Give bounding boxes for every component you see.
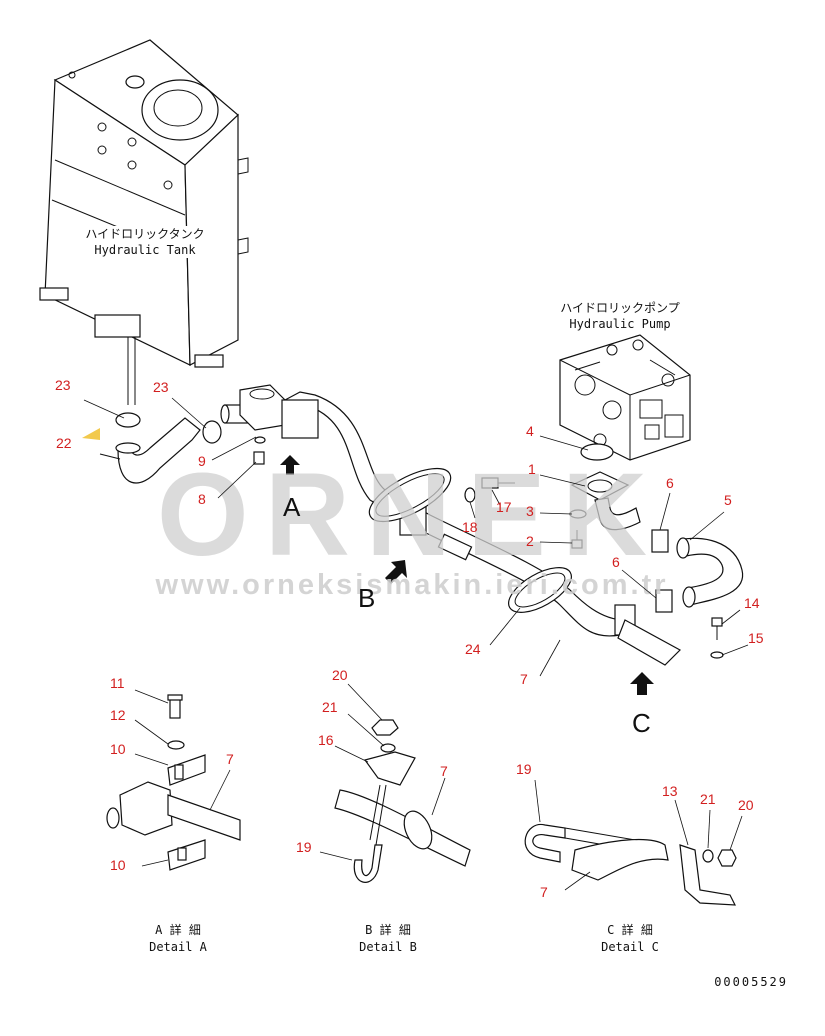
elbow-fitting-9 [220,384,286,465]
detail-b-callout-21: 21 [322,699,338,715]
view-label-b: B [358,583,375,613]
callout-6-clamp-b: 6 [612,554,620,570]
pipe-flange-1 [570,443,641,531]
detail-b-title-jp: B 詳 細 [365,922,411,937]
detail-b-callout-19: 19 [296,839,312,855]
callout-23-clamp-b: 23 [153,379,169,395]
watermark-brand: ORNEK [157,449,663,581]
marker-icon [82,428,100,440]
callout-9-elbow: 9 [198,453,206,469]
detail-c-title-jp: C 詳 細 [607,922,653,937]
detail-a-drawing [106,689,241,871]
tank-label-jp: ハイドロリックタンク [85,227,204,241]
callout-24-wrap: 24 [465,641,481,657]
callout-leaders [83,397,749,677]
view-label-a: A [283,492,301,522]
view-arrow-a [280,455,300,475]
detail-b-drawing [319,683,471,883]
detail-c-callout-21: 21 [700,791,716,807]
suction-hose-22 [99,417,201,484]
detail-b-callout-16: 16 [318,732,334,748]
pump-label-en: Hydraulic Pump [569,317,670,331]
hose-5 [676,537,744,608]
callout-4-oring: 4 [526,423,534,439]
callout-5-hose: 5 [724,492,732,508]
callout-6-clamp: 6 [666,475,674,491]
detail-b-callout-7: 7 [440,763,448,779]
pump-label-jp: ハイドロリックポンプ [560,301,679,315]
detail-a-title-jp: A 詳 細 [155,922,201,937]
detail-a-callout-10-b: 10 [110,857,126,873]
callout-1-flange: 1 [528,461,536,477]
callout-18-washer: 18 [462,519,478,535]
callout-15-washer: 15 [748,630,764,646]
callout-7-pipe: 7 [520,671,528,687]
callout-14-bolt: 14 [744,595,760,611]
tank-label-en: Hydraulic Tank [94,243,196,257]
protective-wrap-24 [368,467,572,613]
bolts-washers [464,477,724,659]
hydraulic-tank [39,39,249,405]
callout-2-bolt: 2 [526,533,534,549]
tank-label-bg [78,226,212,258]
detail-a-callout-7: 7 [226,751,234,767]
detail-a-callout-12: 12 [110,707,126,723]
watermark-url: www.orneksismakin.ieri.com.tr [154,569,668,601]
drawing-number: 00005529 [714,975,788,989]
view-arrow-c [630,672,654,695]
detail-a-callout-11: 11 [110,675,125,691]
detail-c-title-en: Detail C [601,940,659,954]
detail-a-title-en: Detail A [149,940,208,954]
view-arrow-b [385,560,407,584]
hydraulic-pump [559,334,691,461]
detail-b-callout-20: 20 [332,667,348,683]
detail-c-drawing [524,779,743,906]
detail-c-callout-20: 20 [738,797,754,813]
detail-c-callout-13: 13 [662,783,678,799]
hose-clamp-23 [115,412,222,444]
view-label-c: C [632,708,651,738]
callout-23-clamp: 23 [55,377,71,393]
callout-17-bolt: 17 [496,499,512,515]
detail-c-callout-19: 19 [516,761,532,777]
detail-b-title-en: Detail B [359,940,417,954]
detail-c-callout-7: 7 [540,884,548,900]
callout-8-plug: 8 [198,491,206,507]
callout-3-washer: 3 [526,503,534,519]
detail-a-callout-10: 10 [110,741,126,757]
callout-22-hose: 22 [56,435,72,451]
